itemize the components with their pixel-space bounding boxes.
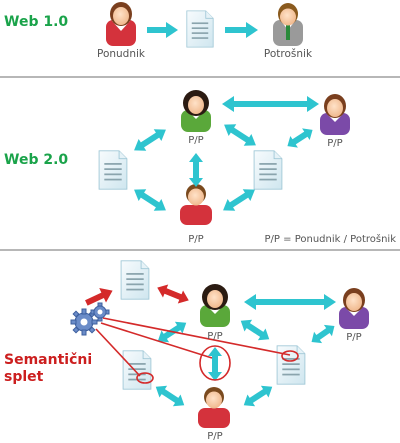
- link-cogs-docleft: [95, 328, 141, 377]
- semantic-pp-label-purple: P/P: [346, 332, 361, 343]
- web1-document-icon: [186, 10, 214, 48]
- pp-label-purple: P/P: [327, 138, 342, 149]
- cogs-icon: [70, 302, 110, 336]
- semantic-pp-person-green-icon: [200, 284, 230, 327]
- arrow-green-docleft: [134, 129, 166, 151]
- arrow-green-docright-sem: [240, 319, 270, 341]
- semantic-document-top-icon: [120, 260, 150, 300]
- arrow-red-docright-sem: [243, 385, 273, 407]
- arrow-purple-docright: [287, 128, 313, 148]
- web2-document-left-icon: [98, 150, 128, 190]
- arrow-green-purple: [222, 96, 319, 112]
- arrow-green-red: [189, 153, 203, 187]
- web2-title: Web 2.0: [4, 152, 68, 168]
- arrow-red-docright: [223, 189, 255, 211]
- highlight-ellipse-docright: [281, 350, 299, 362]
- semantic-title-line2: splet: [4, 369, 44, 385]
- web2-arrows: [134, 96, 319, 211]
- semantic-pp-label-red: P/P: [207, 431, 222, 442]
- pp-label-red: P/P: [188, 234, 203, 245]
- consumer-label: Potrošnik: [264, 48, 313, 60]
- arrow-cogs-to-doc: [85, 288, 113, 306]
- arrow-doc-green: [157, 284, 189, 304]
- arrow-doc-to-consumer: [225, 22, 258, 38]
- pp-person-green-icon: [181, 90, 211, 132]
- arrow-docleft-red-sem: [155, 385, 185, 407]
- semantic-links: [95, 317, 299, 384]
- semantic-title-line1: Semantični: [4, 352, 92, 368]
- provider-person-icon: [106, 2, 136, 46]
- semantic-pp-label-green: P/P: [207, 331, 222, 342]
- link-cogs-arrow: [100, 322, 213, 359]
- semantic-red-arrows: [85, 284, 189, 306]
- arrow-green-docright: [224, 124, 256, 146]
- web1-title: Web 1.0: [4, 14, 68, 30]
- provider-label: Ponudnik: [97, 48, 146, 60]
- arrow-green-purple-sem: [244, 294, 336, 310]
- pp-label-green: P/P: [188, 135, 203, 146]
- web1-arrows: [147, 22, 258, 38]
- pp-person-red-icon: [180, 184, 212, 225]
- semantic-pp-person-red-icon: [198, 387, 230, 428]
- web2-document-right-icon: [253, 150, 283, 190]
- highlight-ellipse-arrow: [199, 345, 231, 381]
- semantic-arrows: [155, 294, 336, 407]
- arrow-provider-to-doc: [147, 22, 178, 38]
- arrow-purple-docright-sem: [311, 324, 335, 344]
- highlight-ellipse-docleft: [136, 372, 154, 384]
- arrow-green-red-sem: [208, 347, 222, 381]
- pp-person-purple-icon: [320, 94, 350, 135]
- link-cogs-docright: [102, 317, 291, 356]
- semantic-pp-person-purple-icon: [339, 288, 369, 329]
- pp-legend: P/P = Ponudnik / Potrošnik: [265, 233, 397, 245]
- consumer-person-icon: [273, 3, 303, 46]
- arrow-docleft-red: [134, 189, 166, 211]
